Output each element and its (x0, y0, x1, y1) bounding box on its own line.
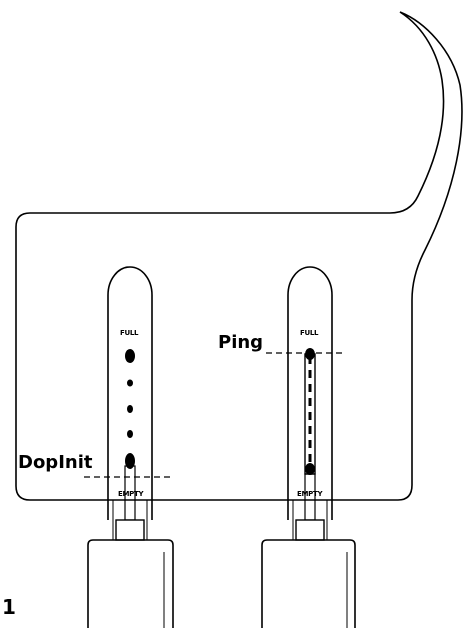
right-tube-fitting (295, 519, 325, 541)
left-tube-drop-3 (127, 405, 133, 413)
left-tube-base (87, 539, 174, 628)
left-tube-empty-label: EMPTY (118, 490, 144, 498)
left-tube-drop-1 (125, 349, 135, 363)
right-tube-full-label: FULL (300, 329, 319, 337)
left-tube-full-label: FULL (120, 329, 139, 337)
right-tube-bottom-drop (305, 463, 315, 475)
left-tube-drop-4 (127, 430, 133, 438)
left-tube-fitting (115, 519, 145, 541)
ping-label: Ping (218, 332, 264, 353)
device-housing-outline (15, 11, 463, 501)
panel-number-label: 1 (2, 595, 16, 619)
dopinit-label: DopInit (18, 452, 93, 473)
right-tube-empty-label: EMPTY (297, 490, 323, 498)
left-tube-drop-5 (125, 453, 135, 469)
left-tube-drop-2 (127, 379, 133, 387)
right-tube (261, 266, 356, 628)
left-tube (84, 266, 174, 628)
right-tube-top-drop (305, 348, 315, 360)
right-tube-outline (287, 266, 333, 520)
left-tube-outline (107, 266, 153, 520)
right-tube-base (261, 539, 356, 628)
